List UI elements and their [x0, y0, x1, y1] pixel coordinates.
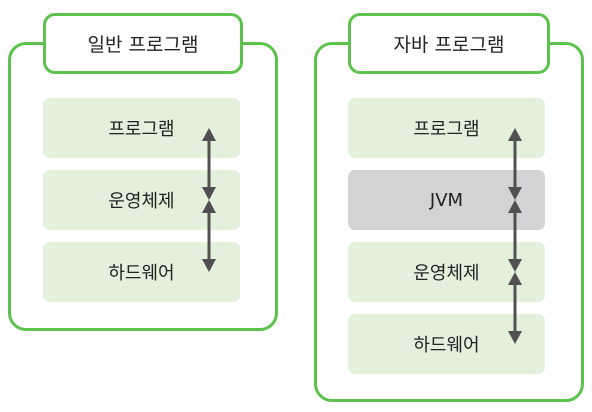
java-program-title: 자바 프로그램 [348, 13, 550, 74]
double-arrow-icon [508, 272, 522, 344]
java-layer-jvm: JVM [348, 170, 545, 230]
java-layer-program: 프로그램 [348, 98, 545, 158]
double-arrow-icon [202, 200, 216, 272]
general-layer-os: 운영체제 [43, 170, 240, 230]
general-layer-program: 프로그램 [43, 98, 240, 158]
general-program-title: 일반 프로그램 [43, 13, 243, 74]
double-arrow-icon [508, 200, 522, 272]
double-arrow-icon [508, 128, 522, 200]
general-layer-hardware: 하드웨어 [43, 242, 240, 302]
java-layer-hardware: 하드웨어 [348, 314, 545, 374]
double-arrow-icon [202, 128, 216, 200]
java-layer-os: 운영체제 [348, 242, 545, 302]
